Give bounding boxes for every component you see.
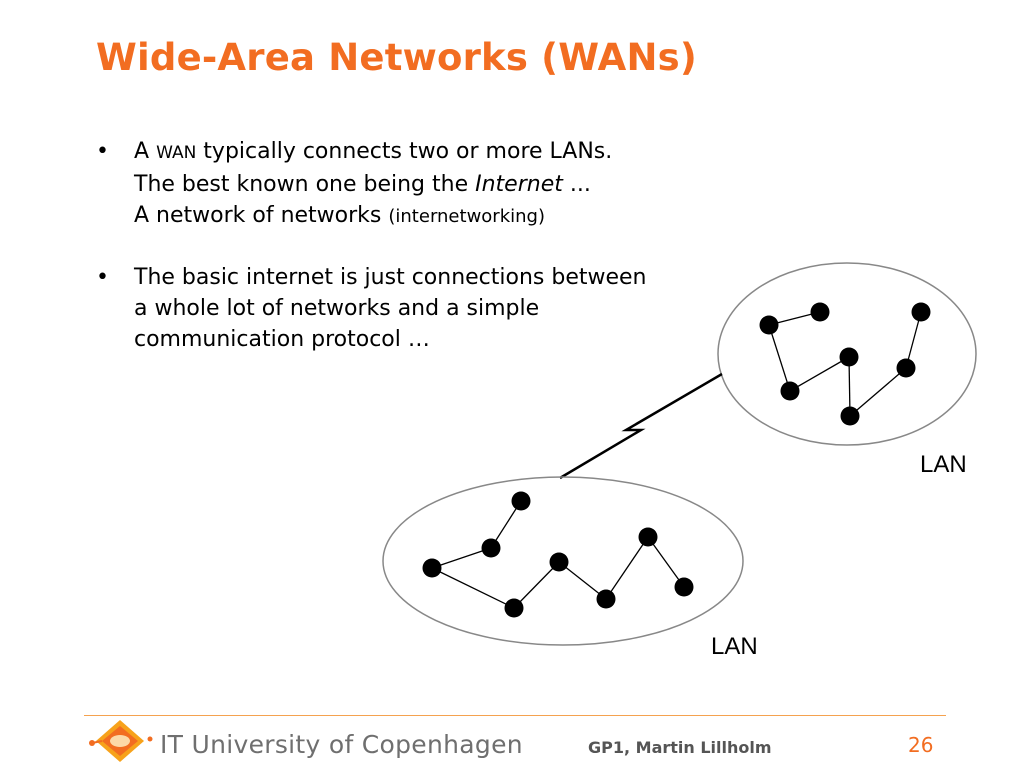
network-node (839, 347, 859, 367)
wan-link (559, 372, 723, 480)
network-node (840, 406, 860, 426)
bullet-text: ... (562, 172, 591, 197)
network-node (810, 302, 830, 322)
network-node (504, 598, 524, 618)
lan-lower-label: LAN (711, 633, 758, 660)
bullet-text: A (134, 139, 150, 164)
network-node (911, 302, 931, 322)
bullet-line: The best known one being the Internet ..… (134, 169, 746, 200)
bullet-item: • A WAN typically connects two or more L… (96, 136, 746, 232)
bullet-line: communication protocol … (134, 327, 430, 352)
bullet-text: A network of networks (134, 203, 389, 228)
footer-divider (84, 715, 946, 716)
network-node (674, 577, 694, 597)
slide-title: Wide-Area Networks (WANs) (96, 36, 697, 79)
university-name: IT University of Copenhagen (160, 730, 523, 759)
lan-upper-nodes (759, 302, 931, 426)
bullet-text-internet: Internet (475, 172, 563, 197)
lan-upper-links (768, 311, 922, 417)
bullet-text: The best known one being the (134, 172, 476, 197)
page-number: 26 (908, 733, 934, 757)
bullet-line: The basic internet is just connections b… (134, 265, 647, 290)
bullet-item: • The basic internet is just connections… (96, 262, 746, 355)
lan-upper-outline (717, 262, 977, 446)
network-node (596, 589, 616, 609)
bullet-text-paren: (internetworking) (388, 206, 545, 227)
itu-logo-icon (89, 720, 153, 762)
network-node (780, 381, 800, 401)
network-node (511, 491, 531, 511)
bullet-text: typically connects two or more LANs. (203, 139, 613, 164)
network-node (422, 558, 442, 578)
bullet-marker: • (96, 139, 109, 164)
lan-lower-nodes (422, 491, 694, 618)
footer-author: GP1, Martin Lillholm (588, 738, 772, 757)
bullet-marker: • (96, 265, 109, 290)
network-node (759, 315, 779, 335)
lan-lower-outline (382, 476, 744, 646)
network-node (638, 527, 658, 547)
bullet-line: a whole lot of networks and a simple (134, 296, 540, 321)
lan-upper-label: LAN (920, 451, 967, 478)
bullet-line: A WAN typically connects two or more LAN… (134, 136, 746, 169)
bullet-list: • A WAN typically connects two or more L… (96, 136, 746, 385)
bullet-line: A network of networks (internetworking) (134, 200, 746, 232)
network-node (896, 358, 916, 378)
network-node (481, 538, 501, 558)
bullet-text-wan: WAN (156, 143, 197, 163)
network-node (549, 552, 569, 572)
